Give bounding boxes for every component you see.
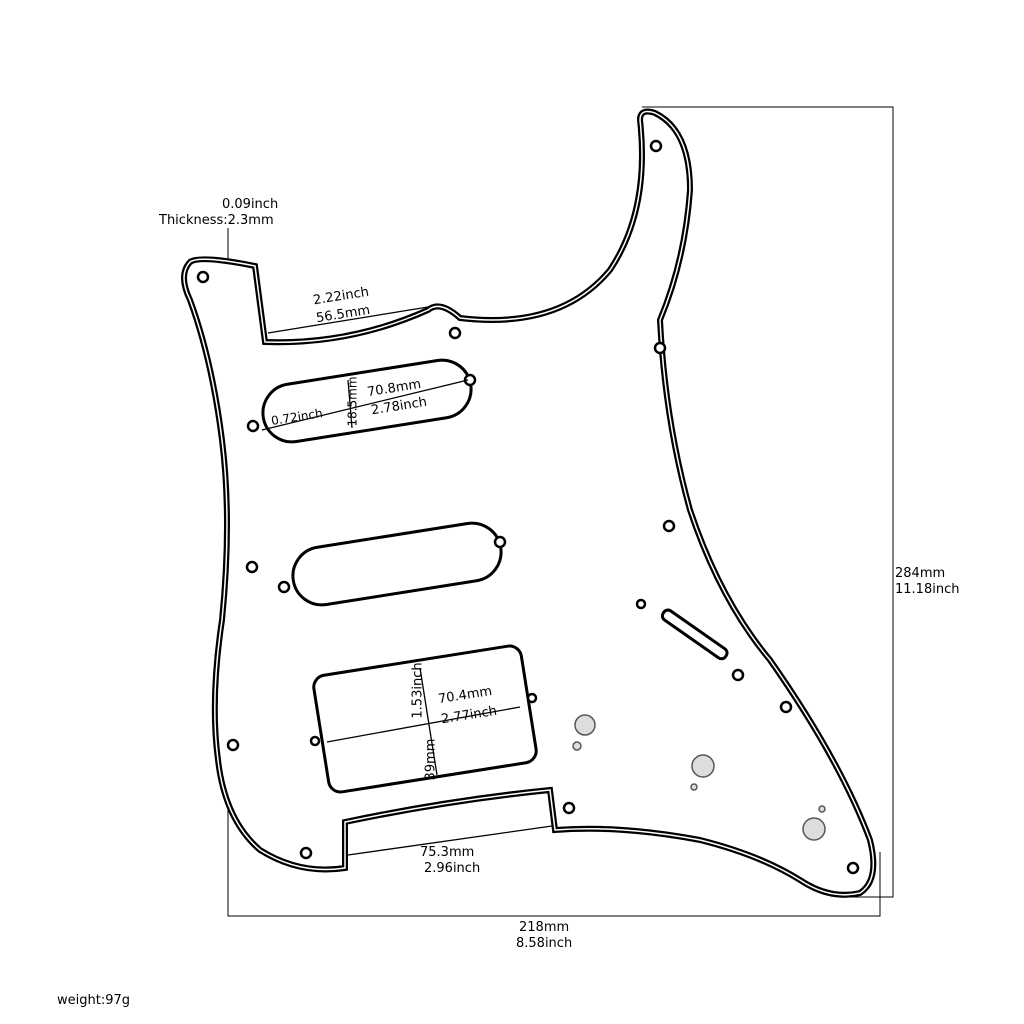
screw-holes xyxy=(196,139,860,875)
dimension-lines xyxy=(227,106,894,917)
bottom-cutout-inch: 2.96inch xyxy=(424,861,481,876)
thickness-inch-label: 0.09inch xyxy=(222,197,279,212)
humbucker-width-inch: 1.53inch xyxy=(410,662,426,719)
pickguard-outline xyxy=(181,108,877,898)
height-mm-label: 284mm xyxy=(895,566,946,581)
measurement-arrows xyxy=(261,306,553,856)
width-mm-label: 218mm xyxy=(519,920,570,935)
height-dimension-line xyxy=(642,106,894,898)
neck-pickup-width-mm: 18.5mm xyxy=(345,376,360,427)
humbucker-width-mm: 39mm xyxy=(423,738,439,781)
width-dimension-line xyxy=(227,800,881,917)
switch-slot xyxy=(660,608,729,661)
bottom-cutout-mm: 75.3mm xyxy=(420,845,475,860)
height-inch-label: 11.18inch xyxy=(895,582,960,597)
thickness-mm-label: Thickness:2.3mm xyxy=(159,213,274,228)
weight-label: weight:97g xyxy=(57,993,131,1008)
pot-holes xyxy=(572,714,826,841)
humbucker-cutout xyxy=(312,644,538,794)
binding-line xyxy=(183,110,875,896)
width-inch-label: 8.58inch xyxy=(516,936,573,951)
